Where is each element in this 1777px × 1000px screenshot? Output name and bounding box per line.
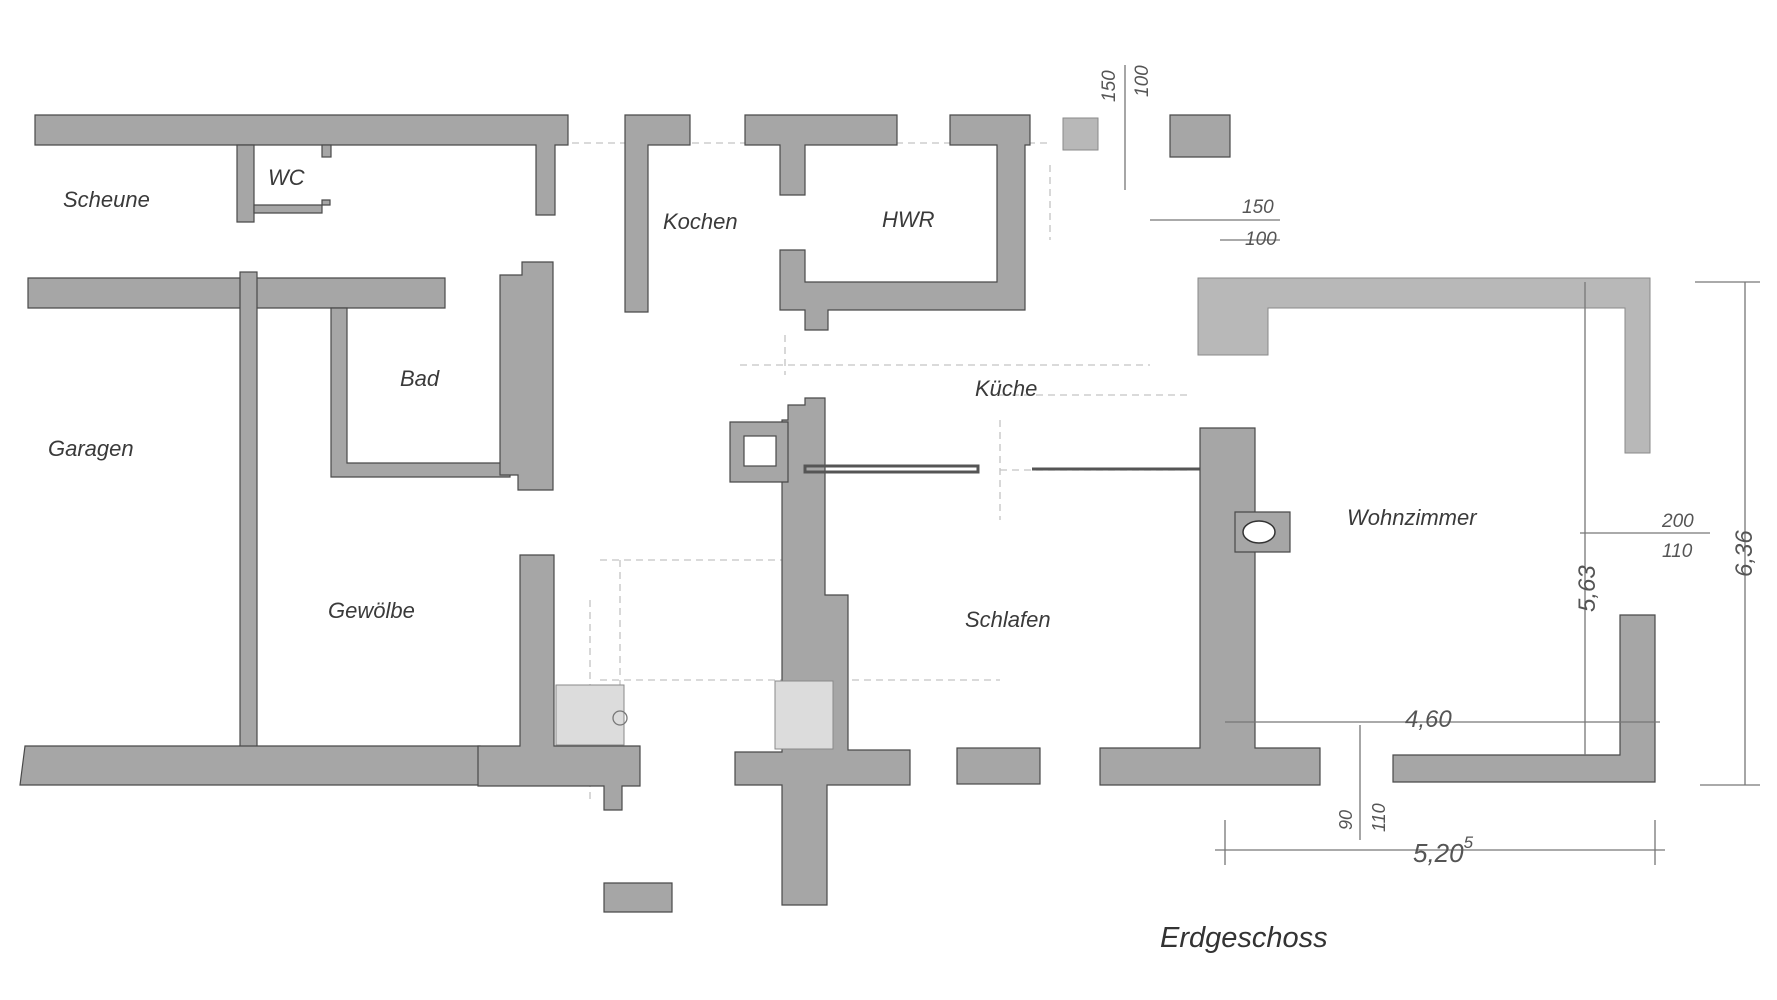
wall-garagen-north [27, 277, 446, 309]
wall-window-north [1062, 117, 1099, 151]
room-label-hwr: HWR [882, 207, 935, 232]
dim-inner-width: 4,60 [1405, 706, 1452, 733]
wall-bad [330, 307, 511, 478]
stair-gewoelbe [555, 684, 625, 746]
wall-spine [734, 397, 911, 906]
plan-title: Erdgeschoss [1160, 922, 1328, 954]
dim-inner-height: 5,63 [1574, 565, 1601, 612]
dim-door-b: 110 [1369, 803, 1389, 832]
dim-door-a: 90 [1336, 810, 1356, 830]
stair-gewoelbe-mark [612, 710, 628, 726]
wall-wc-door [253, 199, 331, 214]
wall-bad-east [499, 261, 554, 491]
partition-kueche-schlafen [803, 464, 980, 474]
wall-schlafen-south-b [1099, 427, 1321, 786]
wall-north-east [1169, 114, 1231, 158]
room-label-schlafen: Schlafen [965, 607, 1051, 632]
wall-garagen-divider [239, 271, 258, 751]
room-label-garagen: Garagen [48, 436, 134, 461]
dim-outer-width: 5,205 [1413, 833, 1474, 868]
wall-south-mid [477, 554, 641, 811]
wall-wohnzimmer-east [1392, 614, 1656, 783]
room-label-wohnzimmer: Wohnzimmer [1347, 505, 1478, 530]
dim-window-east-a: 200 [1661, 511, 1694, 532]
wall-kochen-hwr [744, 114, 898, 196]
room-label-kueche: Küche [975, 376, 1037, 401]
dimension-lines [1124, 65, 1760, 865]
stair-schlafen [774, 680, 834, 750]
room-label-scheune: Scheune [63, 187, 150, 212]
dim-top-window-a: 150 [1099, 70, 1120, 102]
wall-hwr [779, 114, 1031, 331]
dim-window-east-b: 110 [1662, 541, 1693, 562]
wall-wc [236, 144, 255, 223]
wall-kochen-west [624, 114, 691, 313]
wall-scheune-north [34, 114, 569, 216]
wall-wc-stub [321, 144, 332, 158]
dim-right-window-b: 100 [1245, 229, 1277, 250]
wall-schlafen-south-a [956, 747, 1041, 785]
room-label-wc: WC [268, 165, 305, 190]
wall-south-west [19, 745, 481, 786]
dim-outer-height: 6,36 [1731, 530, 1758, 577]
room-label-bad: Bad [400, 366, 440, 391]
wall-wohnzimmer-north [1197, 277, 1651, 454]
dim-right-window-a: 150 [1242, 197, 1274, 218]
room-label-kochen: Kochen [663, 209, 738, 234]
dim-top-window-b: 100 [1132, 65, 1153, 97]
wall-south-step [603, 882, 673, 913]
room-label-gewoelbe: Gewölbe [328, 598, 415, 623]
